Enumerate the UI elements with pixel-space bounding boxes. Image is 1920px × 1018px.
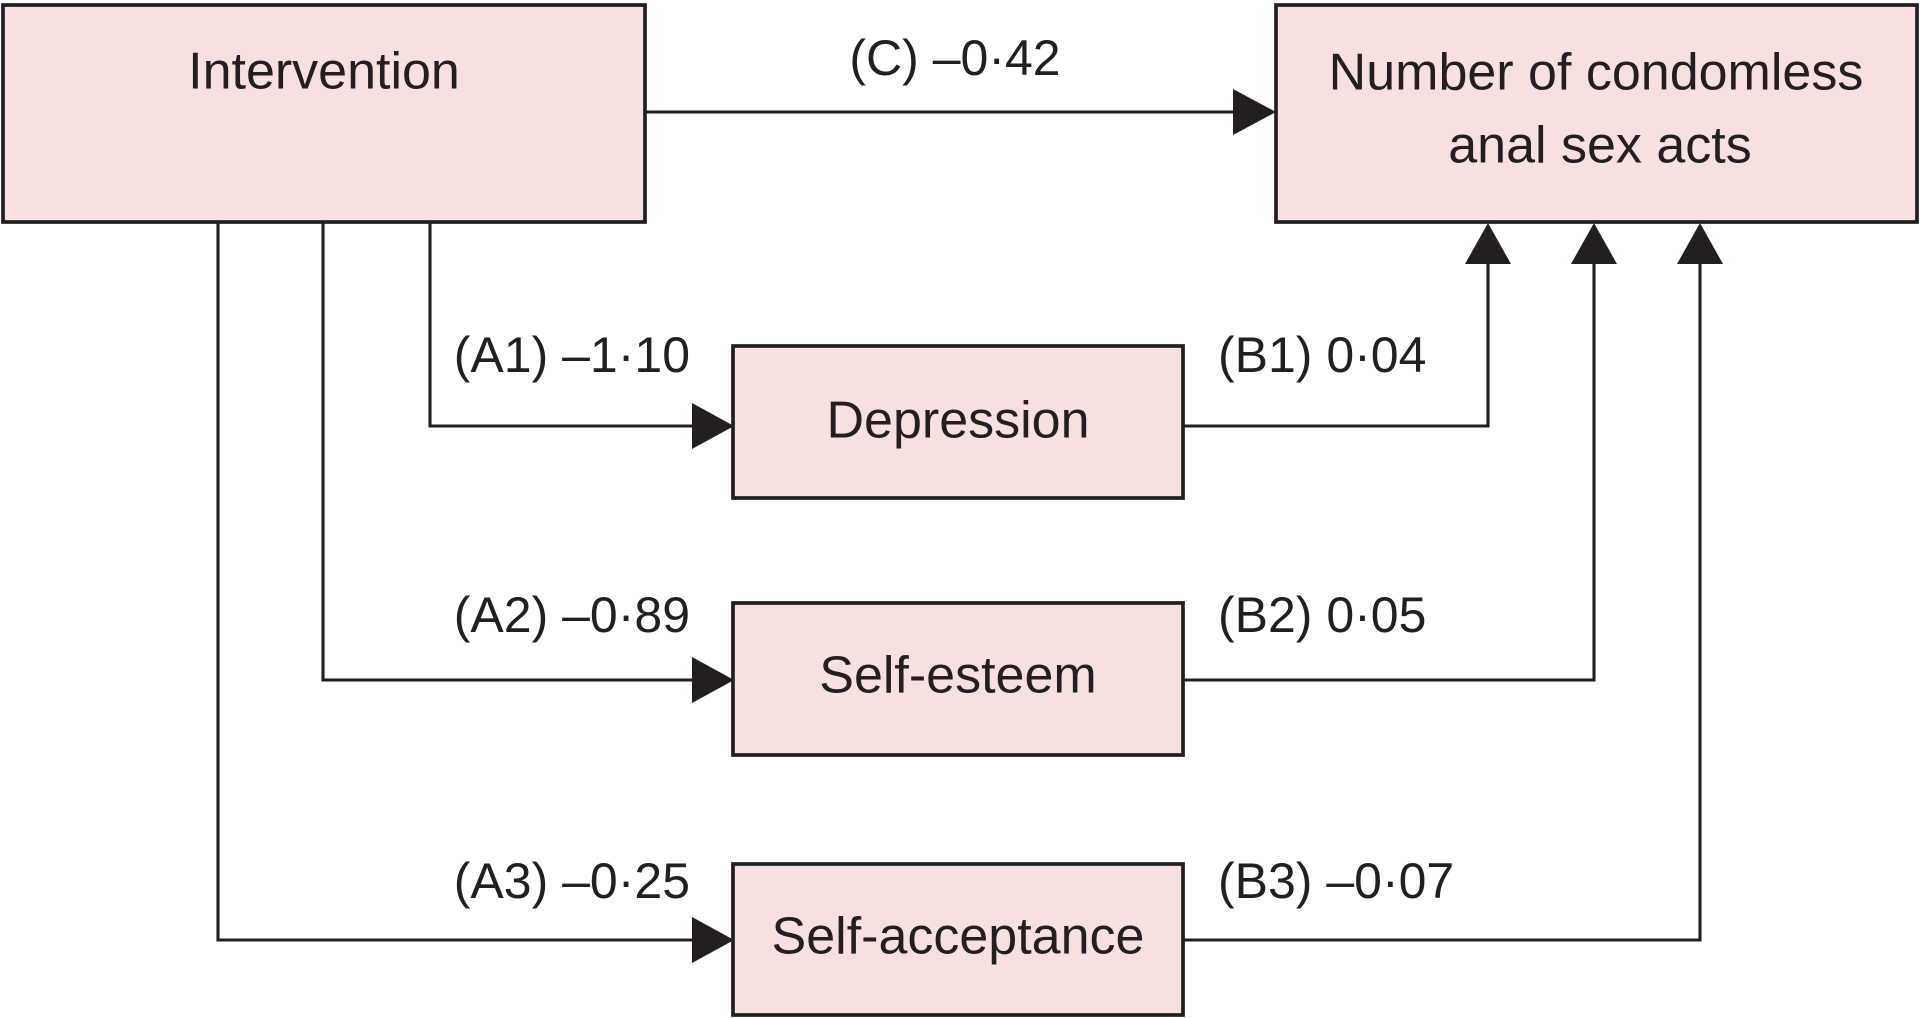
path-b1-line bbox=[1183, 258, 1490, 428]
path-b2-label: (B2) 0·05 bbox=[1218, 587, 1426, 643]
arrowhead-b1 bbox=[1465, 223, 1511, 264]
outcome-label-line2: anal sex acts bbox=[1448, 117, 1752, 175]
node-self-acceptance: Self-acceptance bbox=[731, 862, 1185, 1017]
arrowhead-b3 bbox=[1677, 223, 1723, 264]
arrowhead-b2 bbox=[1571, 223, 1617, 264]
path-a2-line bbox=[321, 222, 697, 682]
node-outcome: Number of condomless anal sex acts bbox=[1274, 3, 1919, 224]
outcome-box bbox=[1274, 3, 1919, 224]
path-labels: (C) –0·42 (A1) –1·10 (A2) –0·89 (A3) –0·… bbox=[454, 30, 1454, 909]
path-b1-label: (B1) 0·04 bbox=[1218, 327, 1426, 383]
path-a2-label: (A2) –0·89 bbox=[454, 587, 690, 643]
path-a3-line bbox=[216, 222, 697, 942]
self-acceptance-box bbox=[731, 862, 1185, 1017]
path-a1-line bbox=[428, 222, 697, 428]
self-esteem-label: Self-esteem bbox=[819, 647, 1096, 705]
depression-label: Depression bbox=[826, 392, 1089, 450]
node-intervention: Intervention bbox=[1, 3, 647, 224]
path-c-label: (C) –0·42 bbox=[849, 30, 1060, 86]
node-depression: Depression bbox=[731, 344, 1185, 500]
self-esteem-box bbox=[731, 601, 1185, 757]
path-a3-label: (A3) –0·25 bbox=[454, 853, 690, 909]
connectors bbox=[216, 110, 1702, 942]
intervention-label: Intervention bbox=[188, 43, 460, 101]
path-b3-line bbox=[1183, 258, 1702, 942]
self-acceptance-label: Self-acceptance bbox=[772, 908, 1145, 966]
arrowhead-a2 bbox=[692, 657, 734, 703]
node-self-esteem: Self-esteem bbox=[731, 601, 1185, 757]
path-b2-line bbox=[1183, 258, 1596, 682]
path-b3-label: (B3) –0·07 bbox=[1218, 853, 1454, 909]
arrowhead-a3 bbox=[692, 917, 734, 963]
path-a1-label: (A1) –1·10 bbox=[454, 327, 690, 383]
intervention-box bbox=[1, 3, 647, 224]
depression-box bbox=[731, 344, 1185, 500]
arrowhead-a1 bbox=[692, 403, 734, 449]
outcome-label-line1: Number of condomless bbox=[1329, 44, 1864, 102]
arrowheads bbox=[692, 89, 1723, 963]
arrowhead-c bbox=[1233, 89, 1276, 135]
